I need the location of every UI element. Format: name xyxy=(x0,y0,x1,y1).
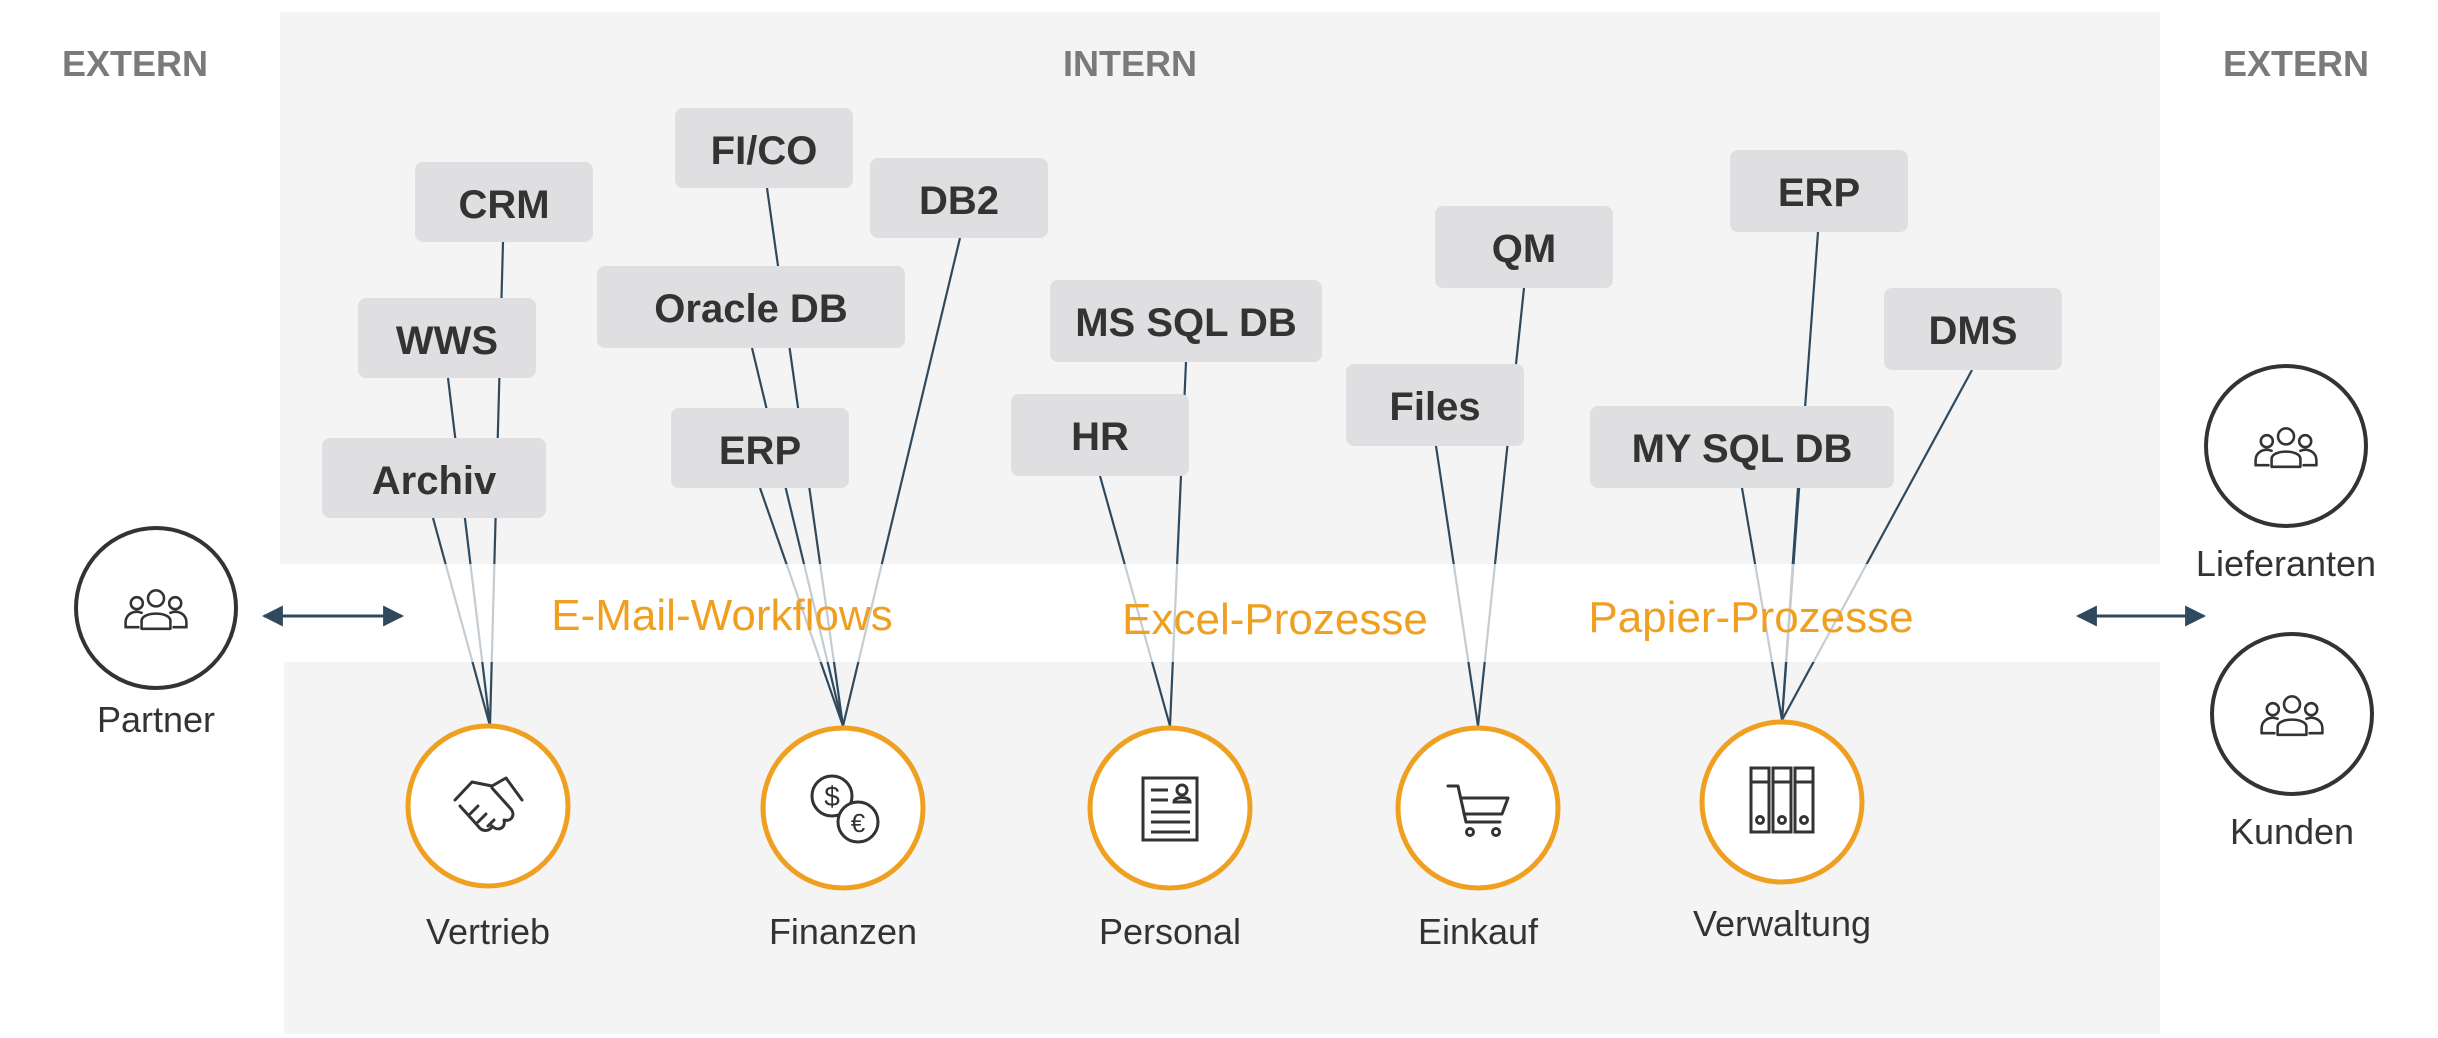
system-box-files[interactable] xyxy=(1346,364,1524,446)
system-label-dms: DMS xyxy=(1929,309,2018,353)
system-box-erp-finanzen[interactable] xyxy=(671,408,849,488)
system-label-mssql: MS SQL DB xyxy=(1075,301,1297,345)
system-label-hr: HR xyxy=(1071,415,1129,459)
system-box-dms[interactable] xyxy=(1884,288,2062,370)
external-circle-kunden[interactable] xyxy=(2210,632,2374,796)
system-box-db2[interactable] xyxy=(870,158,1048,238)
zone-label-extern-right: EXTERN xyxy=(2223,43,2369,84)
workflow-label-paper: Papier-Prozesse xyxy=(1588,593,1913,642)
connector-wws-vertrieb xyxy=(446,377,492,727)
external-lieferanten[interactable]: Lieferanten xyxy=(2196,364,2376,584)
department-circle-verwaltung[interactable] xyxy=(1699,719,1865,885)
department-label-vertrieb: Vertrieb xyxy=(426,911,550,952)
department-vertrieb[interactable]: Vertrieb xyxy=(405,723,571,952)
workflow-label-excel: Excel-Prozesse xyxy=(1122,595,1428,644)
external-label-partner: Partner xyxy=(97,699,215,740)
system-box-erp-verwaltung[interactable] xyxy=(1730,150,1908,232)
system-box-crm[interactable] xyxy=(415,162,593,242)
department-finanzen[interactable]: $ € Finanzen xyxy=(760,725,926,952)
system-label-erp-verwaltung: ERP xyxy=(1778,171,1860,215)
system-label-oracle: Oracle DB xyxy=(654,287,847,331)
svg-text:$: $ xyxy=(824,781,840,812)
department-label-personal: Personal xyxy=(1099,911,1241,952)
system-label-archiv: Archiv xyxy=(372,459,497,503)
external-circle-partner[interactable] xyxy=(74,526,238,690)
system-boxes: CRM WWS Archiv FI/CO DB2 Oracle DB ERP M… xyxy=(322,108,2062,518)
system-box-oracle[interactable] xyxy=(597,266,905,348)
external-kunden[interactable]: Kunden xyxy=(2210,632,2374,852)
system-box-hr[interactable] xyxy=(1011,394,1189,476)
currency-coins-icon: $ € xyxy=(810,774,880,844)
system-label-files: Files xyxy=(1389,385,1480,429)
workflow-label-email: E-Mail-Workflows xyxy=(551,591,892,640)
external-circle-lieferanten[interactable] xyxy=(2204,364,2368,528)
binders-icon xyxy=(1749,766,1815,834)
department-label-einkauf: Einkauf xyxy=(1418,911,1539,952)
svg-text:€: € xyxy=(851,808,866,838)
department-circle-vertrieb[interactable] xyxy=(405,723,571,889)
department-circle-personal[interactable] xyxy=(1087,725,1253,891)
handshake-icon xyxy=(453,776,524,832)
department-verwaltung[interactable]: Verwaltung xyxy=(1693,719,1871,944)
system-label-crm: CRM xyxy=(458,183,549,227)
department-label-verwaltung: Verwaltung xyxy=(1693,903,1871,944)
system-label-db2: DB2 xyxy=(919,179,999,223)
personnel-document-icon xyxy=(1141,776,1199,842)
department-personal[interactable]: Personal xyxy=(1087,725,1253,952)
department-einkauf[interactable]: Einkauf xyxy=(1395,725,1561,952)
system-label-fico: FI/CO xyxy=(711,129,818,173)
system-label-qm: QM xyxy=(1492,227,1556,271)
extern-left-zone xyxy=(16,12,280,1034)
system-box-qm[interactable] xyxy=(1435,206,1613,288)
external-partner[interactable]: Partner xyxy=(74,526,238,740)
zone-label-extern-left: EXTERN xyxy=(62,43,208,84)
system-box-archiv[interactable] xyxy=(322,438,546,518)
system-label-erp-finanzen: ERP xyxy=(719,429,801,473)
system-label-mysql: MY SQL DB xyxy=(1632,427,1853,471)
shopping-cart-icon xyxy=(1446,784,1510,837)
department-circle-einkauf[interactable] xyxy=(1395,725,1561,891)
workflow-band xyxy=(280,564,2160,662)
external-label-lieferanten: Lieferanten xyxy=(2196,543,2376,584)
system-box-wws[interactable] xyxy=(358,298,536,378)
system-box-mssql[interactable] xyxy=(1050,280,1322,362)
zone-label-intern: INTERN xyxy=(1063,43,1197,84)
external-label-kunden: Kunden xyxy=(2230,811,2354,852)
system-label-wws: WWS xyxy=(396,319,498,363)
system-box-fico[interactable] xyxy=(675,108,853,188)
system-box-mysql[interactable] xyxy=(1590,406,1894,488)
department-label-finanzen: Finanzen xyxy=(769,911,917,952)
